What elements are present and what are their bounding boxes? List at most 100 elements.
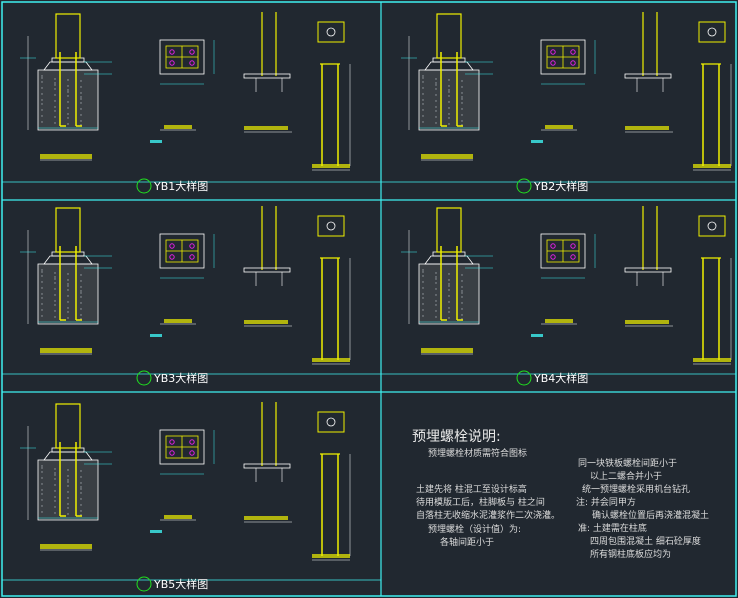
base-plate-grout xyxy=(43,255,93,265)
concrete-hatch xyxy=(41,511,43,513)
concrete-hatch xyxy=(67,279,69,281)
bolt-hole xyxy=(189,254,195,260)
column-base-elevation xyxy=(624,206,673,327)
bolt-head-box xyxy=(317,215,345,237)
notes-line-12: 准: 土建需在柱底 xyxy=(578,524,647,534)
concrete-hatch xyxy=(435,310,437,312)
base-plate xyxy=(243,463,291,469)
concrete-hatch xyxy=(54,88,56,90)
concrete-hatch xyxy=(41,483,43,485)
base-plate-grout xyxy=(424,61,474,71)
concrete-hatch xyxy=(54,468,56,470)
bolt-hole xyxy=(550,49,556,55)
concrete-hatch xyxy=(448,101,450,103)
concrete-hatch xyxy=(54,310,56,312)
concrete-hatch xyxy=(448,317,450,319)
concrete-hatch xyxy=(41,87,43,89)
concrete-hatch xyxy=(461,286,463,288)
notes-line-7: 预埋螺栓（设计值）为: xyxy=(428,525,522,535)
concrete-hatch xyxy=(41,121,43,123)
section-label-text xyxy=(40,154,92,159)
steel-column xyxy=(55,403,81,449)
concrete-hatch xyxy=(54,276,56,278)
notes-line-5: 待用模版工后，柱脚板与 柱之间 xyxy=(416,498,545,508)
concrete-hatch xyxy=(54,100,56,102)
concrete-hatch xyxy=(448,307,450,309)
notes-line-2: 同一块铁板螺栓间距小于 xyxy=(578,459,678,469)
concrete-hatch xyxy=(67,289,69,291)
concrete-hatch xyxy=(54,506,56,508)
bolt-nut xyxy=(707,27,717,37)
concrete-hatch xyxy=(461,98,463,100)
concrete-hatch xyxy=(67,95,69,97)
plate-outline xyxy=(159,429,205,465)
bolt-nut xyxy=(326,417,336,427)
concrete-hatch xyxy=(80,290,82,292)
note-marker xyxy=(150,334,162,337)
concrete-pedestal xyxy=(37,263,99,325)
concrete-hatch xyxy=(67,273,69,275)
concrete-hatch xyxy=(422,77,424,79)
concrete-hatch xyxy=(80,314,82,316)
concrete-hatch xyxy=(461,108,463,110)
concrete-hatch xyxy=(41,281,43,283)
notes-line-10: 注: 并会同甲方 xyxy=(576,498,636,508)
concrete-hatch xyxy=(41,505,43,507)
concrete-hatch xyxy=(80,286,82,288)
plan-label-text xyxy=(164,515,192,519)
bolt-hole xyxy=(189,439,195,445)
concrete-hatch xyxy=(54,282,56,284)
concrete-hatch xyxy=(80,486,82,488)
concrete-hatch xyxy=(448,285,450,287)
concrete-hatch xyxy=(54,122,56,124)
concrete-hatch xyxy=(80,488,82,490)
plate-plan-view xyxy=(531,39,596,143)
column-base-elevation xyxy=(243,12,292,133)
plate-outline xyxy=(159,233,205,269)
concrete-hatch xyxy=(461,302,463,304)
concrete-hatch xyxy=(448,117,450,119)
column-base-elevation xyxy=(243,206,292,327)
concrete-hatch xyxy=(448,95,450,97)
section-label-text xyxy=(421,154,473,159)
bolt-nut xyxy=(326,27,336,37)
plan-label-text xyxy=(545,125,573,129)
concrete-hatch xyxy=(435,300,437,302)
bolt-hole xyxy=(169,49,175,55)
concrete-hatch xyxy=(67,283,69,285)
concrete-hatch xyxy=(435,304,437,306)
concrete-hatch xyxy=(448,273,450,275)
concrete-hatch xyxy=(67,301,69,303)
base-plate xyxy=(243,73,291,79)
bolt-hole xyxy=(550,254,556,260)
bolt-nut xyxy=(326,221,336,231)
concrete-hatch xyxy=(41,309,43,311)
concrete-hatch xyxy=(422,297,424,299)
concrete-hatch xyxy=(54,472,56,474)
concrete-hatch xyxy=(80,114,82,116)
panel-caption: YB2大样图 xyxy=(533,179,588,193)
concrete-hatch xyxy=(80,498,82,500)
concrete-hatch xyxy=(41,471,43,473)
bolt-label-text xyxy=(693,358,731,362)
concrete-hatch xyxy=(448,89,450,91)
concrete-hatch xyxy=(41,467,43,469)
concrete-hatch xyxy=(422,309,424,311)
concrete-hatch xyxy=(80,292,82,294)
concrete-hatch xyxy=(80,510,82,512)
concrete-hatch xyxy=(54,84,56,86)
concrete-hatch xyxy=(67,479,69,481)
notes-title: 预埋螺栓说明: xyxy=(412,429,501,445)
plate-plan-view xyxy=(150,233,215,337)
concrete-hatch xyxy=(67,491,69,493)
concrete-hatch xyxy=(422,93,424,95)
concrete-hatch xyxy=(54,304,56,306)
concrete-hatch xyxy=(80,504,82,506)
elevation-label-text xyxy=(244,126,288,130)
bolt-hole xyxy=(189,49,195,55)
concrete-hatch xyxy=(435,288,437,290)
steel-column xyxy=(436,207,462,253)
concrete-pedestal xyxy=(418,263,480,325)
note-marker xyxy=(531,140,543,143)
